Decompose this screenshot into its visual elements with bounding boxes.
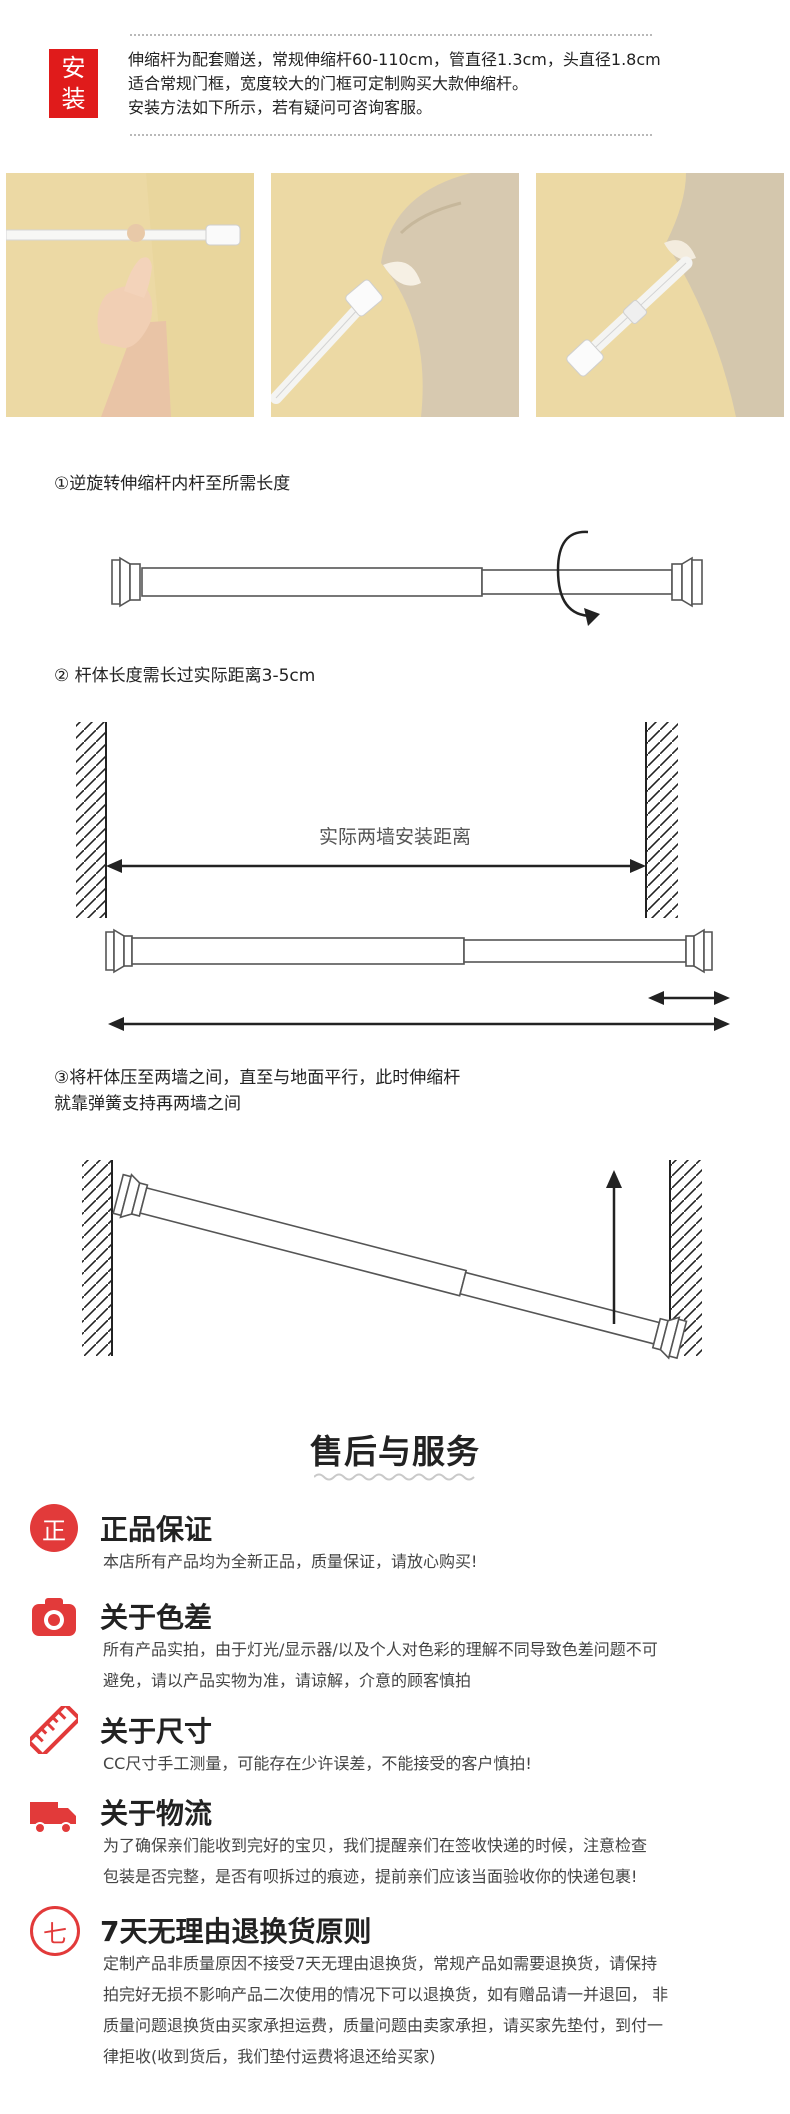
service-heading: 关于尺寸 <box>100 1715 213 1748</box>
top-divider <box>130 34 652 36</box>
service-heading: 关于色差 <box>100 1601 213 1634</box>
service-line: 拍完好无损不影响产品二次使用的情况下可以退换货，如有赠品请一并退回， 非 <box>103 1985 669 2004</box>
intro-line: 安装方法如下所示，若有疑问可咨询客服。 <box>128 98 433 117</box>
service-line: 包装是否完整，是否有呗拆过的痕迹，提前亲们应该当面验收你的快递包裹! <box>103 1867 638 1886</box>
install-badge: 安 装 <box>49 49 98 118</box>
service-heading: 7天无理由退换货原则 <box>100 1915 372 1948</box>
service-line: 为了确保亲们能收到完好的宝贝，我们提醒亲们在签收快递的时候，注意检查 <box>103 1836 648 1855</box>
service-line: 律拒收(收到货后，我们垫付运费将退还给买家) <box>103 2047 436 2066</box>
ruler-icon <box>27 1703 81 1757</box>
service-heading: 关于物流 <box>100 1797 213 1830</box>
genuine-icon-char: 正 <box>42 1516 66 1545</box>
truck-icon <box>30 1792 78 1840</box>
photo-rod-end-cap <box>271 173 519 417</box>
seven-days-icon: 七 <box>30 1906 80 1956</box>
intro-line: 适合常规门框，宽度较大的门框可定制购买大款伸缩杆。 <box>128 74 529 93</box>
photo-rod-in-curtain <box>536 173 784 417</box>
service-line: 避免，请以产品实物为准，请谅解，介意的顾客慎拍 <box>103 1671 472 1690</box>
service-line: 质量问题退换货由买家承担运费，质量问题由卖家承担，请买家先垫付，到付一 <box>103 2016 664 2035</box>
intro-line: 伸缩杆为配套赠送，常规伸缩杆60-110cm，管直径1.3cm，头直径1.8cm <box>128 50 661 69</box>
step2-caption: ② 杆体长度需长过实际距离3-5cm <box>54 666 316 686</box>
genuine-icon: 正 <box>30 1504 78 1552</box>
service-text: 定制产品非质量原因不接受7天无理由退换货，常规产品如需要退换货，请保持 拍完好无… <box>103 1948 743 2072</box>
service-text: 本店所有产品均为全新正品，质量保证，请放心购买! <box>103 1546 743 1577</box>
seven-days-icon-char: 七 <box>43 1919 67 1948</box>
bottom-divider <box>130 134 652 136</box>
step3-caption-line2: 就靠弹簧支持再两墙之间 <box>54 1094 241 1114</box>
title-wave <box>314 1473 475 1481</box>
service-line: 所有产品实拍，由于灯光/显示器/以及个人对色彩的理解不同导致色差问题不可 <box>103 1640 658 1659</box>
step2-diagram <box>76 722 730 1031</box>
camera-icon <box>30 1592 78 1640</box>
step3-diagram <box>82 1160 702 1360</box>
service-line: CC尺寸手工测量，可能存在少许误差，不能接受的客户慎拍! <box>103 1754 532 1773</box>
service-text: 所有产品实拍，由于灯光/显示器/以及个人对色彩的理解不同导致色差问题不可 避免，… <box>103 1634 743 1696</box>
badge-char-2: 装 <box>61 84 86 113</box>
wall-distance-label: 实际两墙安装距离 <box>318 826 471 848</box>
service-title: 售后与服务 <box>310 1432 480 1471</box>
service-line: 本店所有产品均为全新正品，质量保证，请放心购买! <box>103 1552 478 1571</box>
service-text: 为了确保亲们能收到完好的宝贝，我们提醒亲们在签收快递的时候，注意检查 包装是否完… <box>103 1830 743 1892</box>
intro-text: 伸缩杆为配套赠送，常规伸缩杆60-110cm，管直径1.3cm，头直径1.8cm… <box>128 48 768 120</box>
step1-diagram <box>111 530 703 626</box>
service-text: CC尺寸手工测量，可能存在少许误差，不能接受的客户慎拍! <box>103 1748 743 1779</box>
badge-char-1: 安 <box>61 53 86 82</box>
service-line: 定制产品非质量原因不接受7天无理由退换货，常规产品如需要退换货，请保持 <box>103 1954 658 1973</box>
photo-hand-holding-rod <box>6 173 254 417</box>
step1-caption: ①逆旋转伸缩杆内杆至所需长度 <box>54 474 291 494</box>
service-heading: 正品保证 <box>100 1513 213 1546</box>
step3-caption-line1: ③将杆体压至两墙之间，直至与地面平行，此时伸缩杆 <box>54 1068 461 1088</box>
